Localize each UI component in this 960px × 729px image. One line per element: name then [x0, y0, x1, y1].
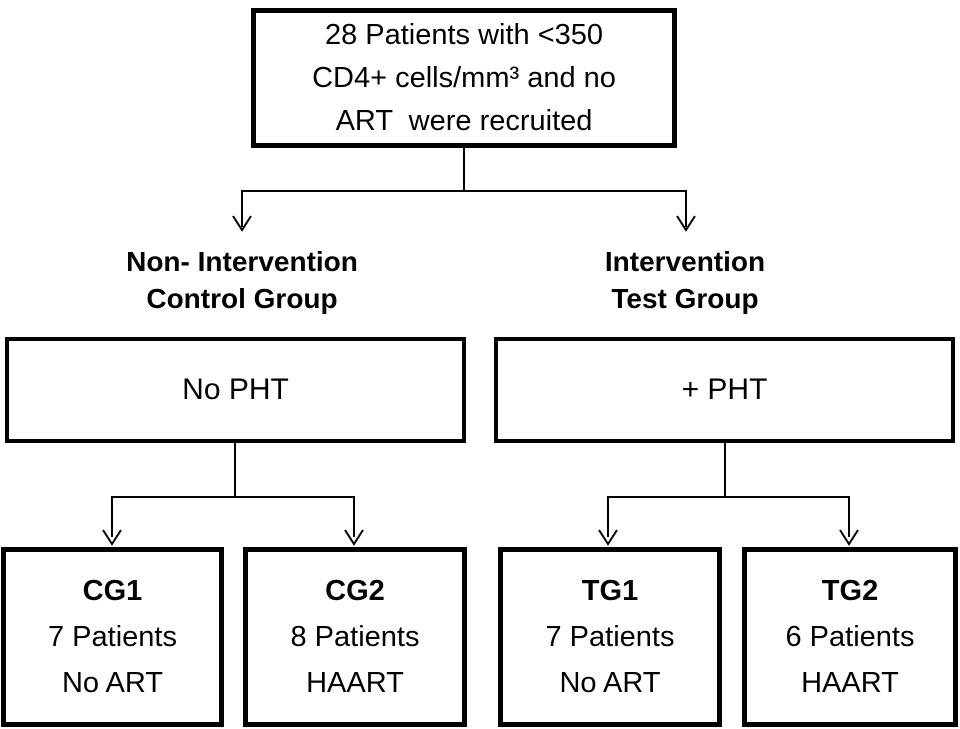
- tg2-box: TG2 6 Patients HAART: [742, 547, 958, 727]
- connector-control-split: [102, 441, 364, 546]
- subgroup-count: 7 Patients: [48, 621, 177, 653]
- connector-line: [607, 496, 850, 537]
- control-group-label-line: Control Group: [146, 283, 338, 314]
- arrow-down-icon: [839, 529, 859, 546]
- arrow-down-icon: [344, 529, 364, 546]
- subgroup-code: TG2: [821, 575, 879, 607]
- recruitment-text-line: CD4+ cells/mm³ and no: [312, 61, 616, 94]
- arrow-down-icon: [232, 215, 252, 232]
- connector-top-split: [232, 144, 696, 232]
- subgroup-therapy: HAART: [801, 667, 899, 699]
- cg1-box: CG1 7 Patients No ART: [1, 547, 224, 727]
- no-pht-label: No PHT: [182, 373, 289, 406]
- arrow-down-icon: [676, 215, 696, 232]
- cg2-box: CG2 8 Patients HAART: [243, 547, 467, 727]
- recruitment-text-line: 28 Patients with <350: [324, 18, 604, 51]
- plus-pht-box: + PHT: [494, 337, 955, 443]
- recruitment-box: 28 Patients with <350 CD4+ cells/mm³ and…: [251, 8, 677, 148]
- test-group-label-line: Test Group: [611, 283, 759, 314]
- subgroup-count: 7 Patients: [545, 621, 675, 653]
- subgroup-code: TG1: [581, 575, 639, 607]
- connector-line: [111, 496, 355, 537]
- test-group-label-line: Intervention: [604, 246, 766, 277]
- subgroup-code: CG2: [325, 575, 385, 607]
- arrow-down-icon: [102, 529, 122, 546]
- subgroup-therapy: HAART: [306, 667, 404, 699]
- subgroup-count: 6 Patients: [785, 621, 915, 653]
- subgroup-therapy: No ART: [61, 667, 163, 699]
- connector-test-split: [598, 441, 859, 546]
- subgroup-therapy: No ART: [559, 667, 661, 699]
- control-group-label: Non- Intervention Control Group: [72, 243, 412, 317]
- arrow-down-icon: [598, 529, 618, 546]
- no-pht-box: No PHT: [5, 337, 466, 443]
- test-group-label: Intervention Test Group: [515, 243, 855, 317]
- control-group-label-line: Non- Intervention: [126, 246, 358, 277]
- plus-pht-label: + PHT: [681, 373, 768, 406]
- connector-line: [241, 190, 687, 227]
- tg1-box: TG1 7 Patients No ART: [498, 547, 722, 727]
- recruitment-text-line: ART were recruited: [335, 104, 593, 137]
- subgroup-count: 8 Patients: [290, 621, 420, 653]
- subgroup-code: CG1: [82, 575, 143, 607]
